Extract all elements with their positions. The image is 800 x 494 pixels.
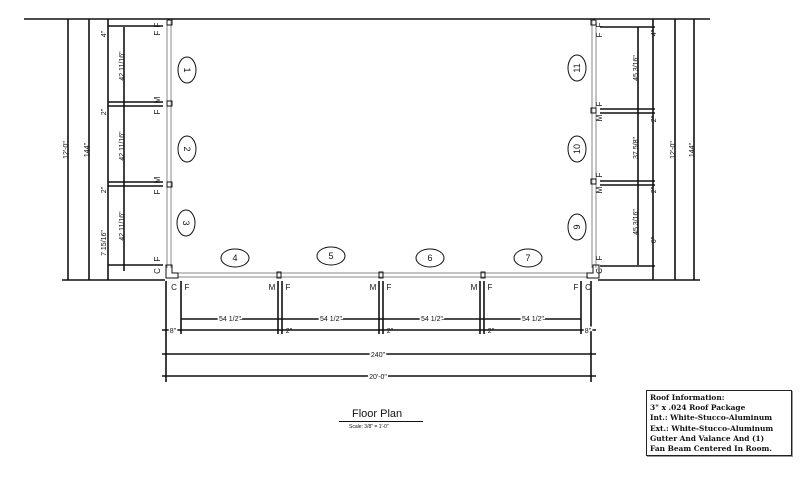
svg-text:F: F xyxy=(185,283,190,292)
svg-text:9: 9 xyxy=(572,224,582,229)
svg-text:20'-0": 20'-0" xyxy=(369,374,387,381)
svg-text:144": 144" xyxy=(689,142,696,157)
svg-text:F: F xyxy=(488,283,493,292)
svg-text:240": 240" xyxy=(371,352,386,359)
roof-information-box: Roof Information: 3" x .024 Roof Package… xyxy=(646,390,792,456)
svg-text:54 1/2": 54 1/2" xyxy=(421,316,443,323)
svg-text:6": 6" xyxy=(651,236,658,243)
svg-text:F: F xyxy=(387,283,392,292)
svg-text:2": 2" xyxy=(387,328,394,335)
svg-text:2: 2 xyxy=(182,146,192,151)
svg-text:10: 10 xyxy=(572,144,582,154)
svg-text:42 11/16": 42 11/16" xyxy=(119,131,126,161)
svg-text:2": 2" xyxy=(286,328,293,335)
svg-text:F: F xyxy=(595,172,604,177)
svg-text:45 3/16": 45 3/16" xyxy=(633,55,640,81)
svg-text:F: F xyxy=(153,189,162,194)
svg-text:4: 4 xyxy=(232,253,237,263)
svg-text:F: F xyxy=(595,255,604,260)
svg-text:2": 2" xyxy=(651,186,658,193)
svg-text:7 15/16": 7 15/16" xyxy=(101,230,108,256)
panel-markers: 1 2 3 4 5 6 7 9 10 11 xyxy=(176,54,587,268)
svg-text:42 11/16": 42 11/16" xyxy=(119,211,126,241)
roof-info-line: Fan Beam Centered In Room. xyxy=(650,444,772,454)
svg-text:54 1/2": 54 1/2" xyxy=(219,316,241,323)
svg-text:11: 11 xyxy=(572,63,582,72)
title-underline xyxy=(339,421,423,422)
bottom-dimensions: 54 1/2" 54 1/2" 54 1/2" 54 1/2" 8" 2" 2"… xyxy=(162,281,596,383)
svg-text:C: C xyxy=(585,283,591,292)
svg-text:M: M xyxy=(595,114,604,121)
svg-text:4": 4" xyxy=(651,29,658,36)
svg-text:12'-0": 12'-0" xyxy=(63,141,70,159)
roof-info-heading: Roof Information: xyxy=(650,393,725,402)
svg-text:F: F xyxy=(595,22,604,27)
svg-text:8": 8" xyxy=(170,328,177,335)
svg-text:F: F xyxy=(574,283,579,292)
svg-text:F: F xyxy=(153,30,162,35)
roof-info-line: Int.: White-Stucco-Aluminum xyxy=(650,413,773,423)
svg-text:54 1/2": 54 1/2" xyxy=(522,316,544,323)
svg-text:M: M xyxy=(370,283,377,292)
roof-info-line: Gutter And Valance And (1) xyxy=(650,433,765,443)
svg-text:F: F xyxy=(153,22,162,27)
svg-text:2": 2" xyxy=(101,108,108,115)
svg-text:5: 5 xyxy=(328,251,333,261)
room-walls xyxy=(165,19,600,279)
svg-text:M: M xyxy=(153,176,162,183)
svg-text:M: M xyxy=(595,186,604,193)
svg-text:6: 6 xyxy=(427,253,432,263)
svg-text:F: F xyxy=(153,109,162,114)
roof-info-line: 3" x .024 Roof Package xyxy=(650,403,746,413)
drawing-scale: Scale: 3/8" = 1'-0" xyxy=(349,424,389,430)
svg-text:F: F xyxy=(595,101,604,106)
svg-text:3: 3 xyxy=(181,220,191,225)
svg-text:M: M xyxy=(471,283,478,292)
svg-text:1: 1 xyxy=(182,67,192,72)
svg-text:42 11/16": 42 11/16" xyxy=(119,51,126,81)
left-dimensions: 12'-0" 144" 42 11/16" 42 11/16" 42 11/16… xyxy=(62,19,165,281)
svg-text:45 3/16": 45 3/16" xyxy=(633,209,640,235)
svg-text:F: F xyxy=(595,32,604,37)
svg-text:2": 2" xyxy=(488,328,495,335)
svg-text:4": 4" xyxy=(101,30,108,37)
svg-text:2": 2" xyxy=(101,186,108,193)
svg-text:54 1/2": 54 1/2" xyxy=(320,316,342,323)
svg-text:37 5/8": 37 5/8" xyxy=(633,137,640,159)
svg-text:M: M xyxy=(269,283,276,292)
svg-text:C: C xyxy=(153,268,162,274)
svg-text:F: F xyxy=(153,256,162,261)
svg-text:144": 144" xyxy=(84,142,91,157)
roof-info-line: Ext.: White-Stucco-Aluminum xyxy=(650,423,774,433)
svg-text:C: C xyxy=(171,283,177,292)
svg-text:M: M xyxy=(153,96,162,103)
svg-text:C: C xyxy=(595,268,604,274)
svg-text:7: 7 xyxy=(525,253,530,263)
right-dimensions: 12'-0" 144" 45 3/16" 37 5/8" 45 3/16" 4"… xyxy=(595,19,700,281)
svg-text:12'-0": 12'-0" xyxy=(670,141,677,159)
svg-text:F: F xyxy=(286,283,291,292)
drawing-title: Floor Plan xyxy=(352,408,403,420)
svg-text:2": 2" xyxy=(651,115,658,122)
svg-text:8": 8" xyxy=(585,328,592,335)
